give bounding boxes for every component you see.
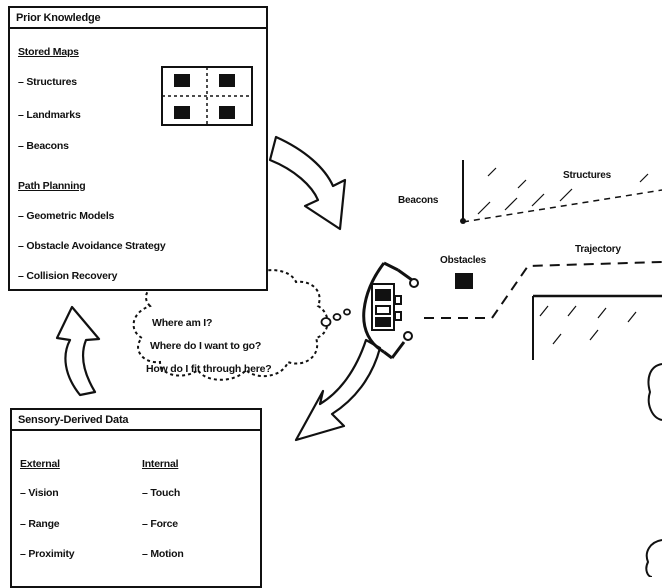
- prior-knowledge-title: Prior Knowledge: [10, 8, 266, 29]
- external-item: – Range: [20, 518, 59, 530]
- path-planning-heading: Path Planning: [18, 180, 85, 192]
- beacons-label: Beacons: [398, 195, 438, 206]
- robot: [364, 263, 418, 358]
- rock-bottom-right: [646, 540, 662, 577]
- path-planning-item: – Collision Recovery: [18, 270, 117, 282]
- external-item: – Vision: [20, 487, 58, 499]
- stored-maps-heading: Stored Maps: [18, 46, 79, 58]
- arrow-knowledge-to-robot: [270, 137, 345, 229]
- thought-line: Where am I?: [152, 317, 212, 329]
- path-planning-item: – Obstacle Avoidance Strategy: [18, 240, 165, 252]
- internal-heading: Internal: [142, 458, 178, 470]
- obstacles-label: Obstacles: [440, 255, 486, 266]
- structure-lower: [533, 296, 662, 360]
- structures-label: Structures: [563, 170, 611, 181]
- path-planning-item: – Geometric Models: [18, 210, 114, 222]
- external-item: – Proximity: [20, 548, 74, 560]
- stored-maps-item: – Landmarks: [18, 109, 81, 121]
- internal-item: – Motion: [142, 548, 184, 560]
- internal-item: – Force: [142, 518, 178, 530]
- external-heading: External: [20, 458, 60, 470]
- stored-maps-item: – Beacons: [18, 140, 69, 152]
- trajectory-path: [424, 262, 662, 318]
- prior-knowledge-panel: Prior Knowledge Stored Maps – Structures…: [8, 6, 268, 291]
- sensory-data-panel: Sensory-Derived Data External – Vision –…: [10, 408, 262, 588]
- sensory-data-title: Sensory-Derived Data: [12, 410, 260, 431]
- thought-line: How do I fit through here?: [146, 363, 271, 375]
- obstacle-block: [455, 273, 473, 289]
- map-thumbnail-icon: [161, 66, 253, 126]
- rock-right: [649, 364, 662, 420]
- thought-line: Where do I want to go?: [150, 340, 261, 352]
- internal-item: – Touch: [142, 487, 180, 499]
- structure-top: [460, 160, 662, 224]
- trajectory-label: Trajectory: [575, 244, 621, 255]
- stored-maps-item: – Structures: [18, 76, 77, 88]
- arrow-sensory-to-knowledge: [57, 307, 99, 395]
